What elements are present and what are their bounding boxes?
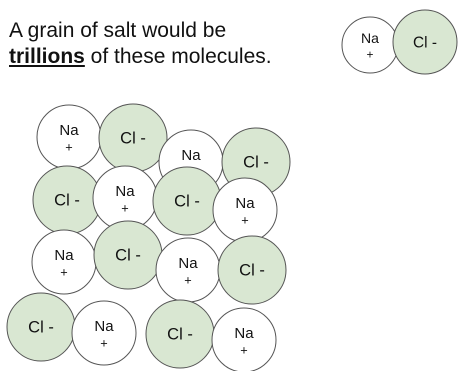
- sodium-charge: +: [240, 342, 247, 357]
- sodium-charge: +: [100, 335, 107, 350]
- sodium-symbol: Na: [178, 255, 198, 272]
- sodium-charge: +: [241, 212, 248, 227]
- chloride-ion: Cl -: [98, 103, 168, 173]
- sodium-symbol: Na: [115, 183, 135, 200]
- chloride-label: Cl -: [167, 326, 193, 344]
- chloride-label: Cl -: [120, 130, 146, 148]
- nacl-lattice: Na+Cl -Na+Cl -Cl -Na+Cl -Na+Na+Cl -Na+Cl…: [6, 103, 291, 371]
- sodium-symbol: Na: [94, 318, 114, 335]
- sodium-circle: [71, 300, 137, 366]
- caption-line-2: of these molecules.: [84, 45, 272, 68]
- chloride-label: Cl -: [413, 34, 437, 51]
- sodium-symbol: Na: [361, 30, 379, 46]
- sodium-ion: Na+: [211, 307, 277, 371]
- caption-line-1: A grain of salt would be: [9, 19, 227, 42]
- chloride-label: Cl -: [174, 193, 200, 211]
- chloride-ion: Cl -: [152, 166, 222, 236]
- sodium-ion: Na+: [92, 165, 158, 231]
- chloride-ion: Cl -: [392, 9, 458, 75]
- sodium-ion: Na+: [71, 300, 137, 366]
- sodium-symbol: Na: [59, 122, 79, 139]
- sodium-symbol: Na: [235, 195, 255, 212]
- sodium-ion: Na+: [341, 16, 399, 74]
- chloride-label: Cl -: [243, 154, 269, 172]
- chloride-label: Cl -: [54, 192, 80, 210]
- chloride-ion: Cl -: [217, 235, 287, 305]
- sodium-symbol: Na: [54, 247, 74, 264]
- sodium-ion: Na+: [155, 237, 221, 303]
- sodium-circle: [211, 307, 277, 371]
- sodium-symbol: Na: [234, 325, 254, 342]
- nacl-molecule: Na+ Cl -: [341, 9, 458, 75]
- chloride-ion: Cl -: [32, 165, 102, 235]
- sodium-charge: +: [184, 272, 191, 287]
- chloride-ion: Cl -: [145, 299, 215, 369]
- chloride-circle: [392, 9, 458, 75]
- sodium-ion: Na+: [212, 177, 278, 243]
- caption-emphasis: trillions: [9, 45, 85, 68]
- caption-text: A grain of salt would be trillions of th…: [9, 18, 319, 70]
- sodium-charge: +: [367, 47, 374, 61]
- sodium-charge: +: [65, 139, 72, 154]
- sodium-symbol: Na: [181, 147, 201, 164]
- sodium-ion: Na+: [31, 229, 97, 295]
- chloride-label: Cl -: [239, 262, 265, 280]
- sodium-ion: Na+: [36, 104, 102, 170]
- chloride-label: Cl -: [28, 319, 54, 337]
- chloride-ion: Cl -: [93, 220, 163, 290]
- chloride-ion: Cl -: [6, 292, 76, 362]
- chloride-label: Cl -: [115, 247, 141, 265]
- sodium-charge: +: [121, 200, 128, 215]
- sodium-charge: +: [60, 264, 67, 279]
- chloride-circle: [217, 235, 287, 305]
